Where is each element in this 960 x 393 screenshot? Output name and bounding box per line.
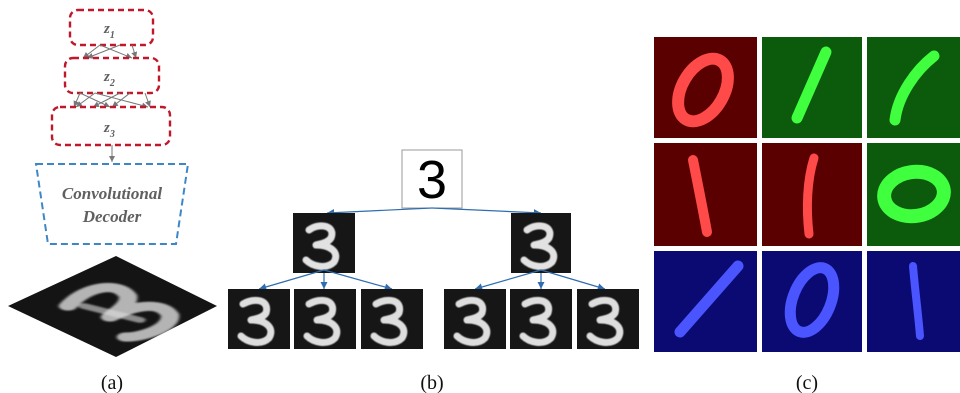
colored-digit-r2c1 bbox=[654, 143, 757, 246]
tree-leaf-1 bbox=[228, 289, 290, 349]
colored-digit-r3c1 bbox=[654, 251, 757, 352]
panel-a: z1 z2 z3 Convolutional Decoder bbox=[8, 8, 217, 393]
colored-digit-r3c2 bbox=[762, 251, 862, 352]
tree-node-level1-left bbox=[293, 213, 355, 273]
colored-digit-r2c2 bbox=[762, 143, 862, 246]
tree-node-level1-right bbox=[511, 213, 571, 273]
panel-b: 3 bbox=[228, 149, 639, 393]
decoder-trapezoid bbox=[34, 163, 190, 245]
colored-digit-r3c3 bbox=[867, 251, 960, 352]
latent-box-z3 bbox=[50, 105, 172, 147]
tree-leaf-3 bbox=[361, 289, 423, 349]
tree-leaf-2 bbox=[294, 289, 356, 349]
latent-box-z1 bbox=[68, 8, 155, 47]
tree-arrows-level2 bbox=[258, 269, 606, 291]
arrows-z2-z3 bbox=[73, 92, 151, 109]
decoded-output-image bbox=[8, 256, 217, 357]
tree-leaf-4 bbox=[444, 289, 506, 349]
tree-root-label: 3 bbox=[417, 150, 447, 210]
latent-label-z1: z1 bbox=[103, 21, 115, 41]
tree-arrows-level1 bbox=[326, 207, 542, 217]
tree-leaf-6 bbox=[577, 289, 639, 349]
decoder-label-line1: Convolutional bbox=[62, 184, 162, 203]
colored-digit-r1c2 bbox=[762, 37, 862, 138]
caption-c: (c) bbox=[796, 372, 818, 393]
tree-leaf-5 bbox=[510, 289, 572, 349]
colored-digit-r1c1 bbox=[654, 37, 757, 138]
latent-label-z3: z3 bbox=[103, 120, 115, 140]
arrows-z1-z2 bbox=[82, 44, 138, 59]
latent-label-z2: z2 bbox=[103, 69, 115, 89]
caption-b: (b) bbox=[420, 372, 443, 393]
panel-c: (c) bbox=[654, 37, 960, 393]
caption-a: (a) bbox=[101, 372, 123, 393]
latent-box-z2 bbox=[63, 56, 161, 95]
colored-digit-r2c3 bbox=[867, 143, 960, 246]
colored-digit-r1c3 bbox=[867, 37, 960, 138]
decoder-label-line2: Decoder bbox=[82, 207, 142, 226]
